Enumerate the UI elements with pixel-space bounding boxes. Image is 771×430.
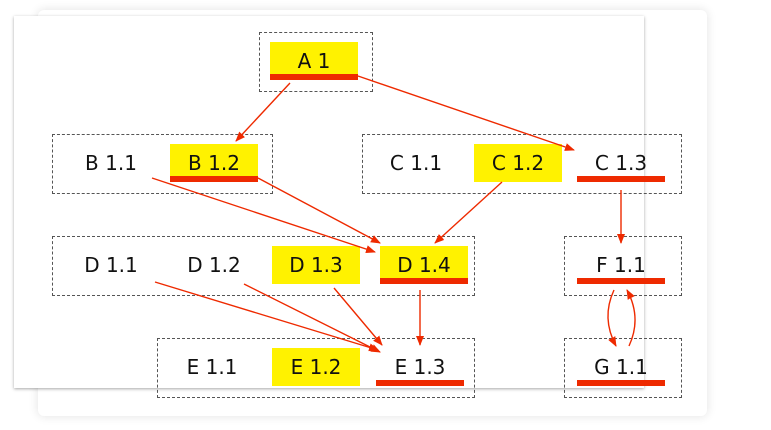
node-label: B 1.2: [188, 151, 240, 175]
node-e-1-2: E 1.2: [272, 348, 360, 386]
node-b-1-1: B 1.1: [67, 144, 155, 182]
underline-bar: [376, 380, 464, 386]
node-c-1-3: C 1.3: [577, 144, 665, 182]
underline-bar: [577, 176, 665, 182]
node-e-1-3: E 1.3: [376, 348, 464, 386]
group-g: [564, 338, 682, 398]
node-label: F 1.1: [596, 253, 646, 277]
node-label: E 1.3: [394, 355, 446, 379]
underline-bar: [380, 278, 468, 284]
node-g-1-1: G 1.1: [577, 348, 665, 386]
node-d-1-4: D 1.4: [380, 246, 468, 284]
node-label: D 1.4: [397, 253, 451, 277]
node-label: C 1.1: [389, 151, 443, 175]
node-d-1-2: D 1.2: [170, 246, 258, 284]
node-label: A 1: [297, 49, 331, 73]
node-label: C 1.3: [594, 151, 648, 175]
group-a: [259, 32, 373, 92]
node-d-1-1: D 1.1: [67, 246, 155, 284]
node-label: C 1.2: [491, 151, 545, 175]
node-label: D 1.2: [187, 253, 241, 277]
underline-bar: [577, 380, 665, 386]
underline-bar: [270, 74, 358, 80]
node-d-1-3: D 1.3: [272, 246, 360, 284]
node-label: D 1.1: [84, 253, 138, 277]
node-b-1-2: B 1.2: [170, 144, 258, 182]
node-c-1-1: C 1.1: [372, 144, 460, 182]
node-label: G 1.1: [594, 355, 648, 379]
node-a-1: A 1: [270, 42, 358, 80]
node-c-1-2: C 1.2: [474, 144, 562, 182]
node-label: D 1.3: [289, 253, 343, 277]
underline-bar: [577, 278, 665, 284]
node-label: E 1.2: [290, 355, 342, 379]
node-f-1-1: F 1.1: [577, 246, 665, 284]
node-label: B 1.1: [85, 151, 137, 175]
node-label: E 1.1: [186, 355, 238, 379]
node-e-1-1: E 1.1: [168, 348, 256, 386]
underline-bar: [170, 176, 258, 182]
